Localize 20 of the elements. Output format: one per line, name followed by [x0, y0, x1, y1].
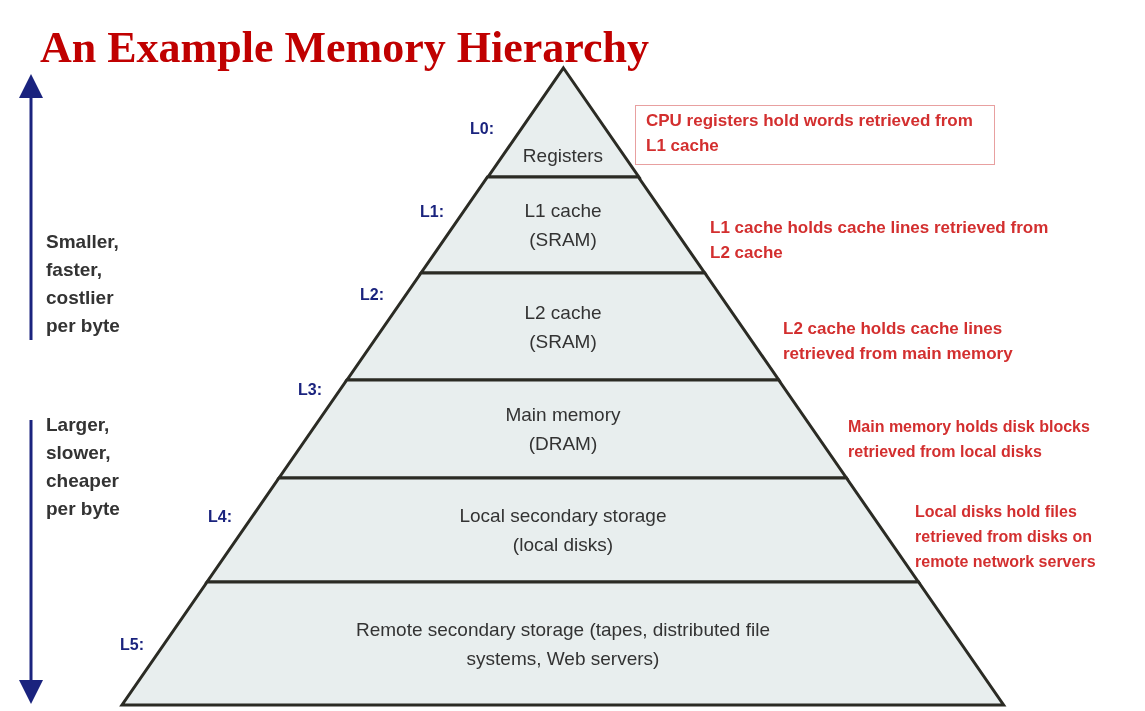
side-note: Smaller, faster, costlier per byte [46, 230, 121, 338]
description-text: L1 cache holds cache lines retrieved from L2 cache [710, 217, 1050, 264]
level-label: L4: [208, 508, 232, 526]
layer-label: Remote secondary storage (tapes, distributed file systems, Web servers) [355, 617, 771, 671]
side-note: Larger, slower, cheaper per byte [46, 413, 121, 521]
title: An Example Memory Hierarchy [40, 22, 649, 73]
layer-label: L1 cache (SRAM) [523, 199, 603, 252]
layer-label: Registers [521, 143, 605, 168]
level-label: L5: [120, 636, 144, 654]
level-label: L3: [298, 381, 322, 399]
description-text: Main memory holds disk blocks retrieved from local disks [848, 417, 1091, 462]
layer-label: L2 cache (SRAM) [523, 300, 603, 354]
description-text: Local disks hold files retrieved from disks on remote network servers [915, 502, 1097, 572]
level-label: L0: [470, 120, 494, 138]
description-text: L2 cache holds cache lines retrieved from main memory [783, 318, 1014, 365]
layer-label: Main memory (DRAM) [504, 403, 622, 456]
level-label: L1: [420, 203, 444, 221]
level-label: L2: [360, 286, 384, 304]
layer-label: Local secondary storage (local disks) [458, 504, 668, 557]
callout-box: CPU registers hold words retrieved from L1 cache [635, 105, 995, 165]
